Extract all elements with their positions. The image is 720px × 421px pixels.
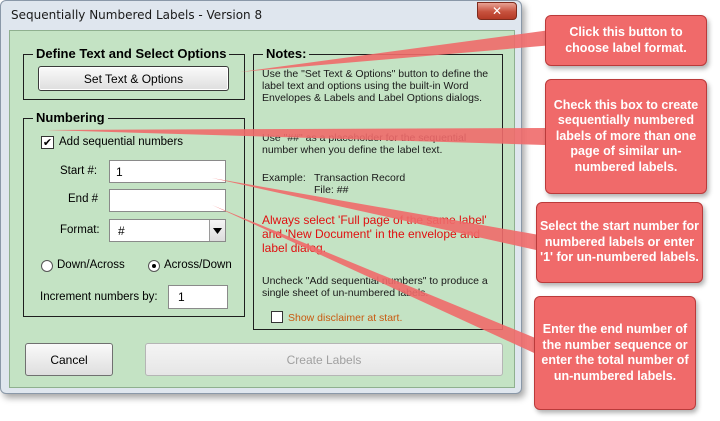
callout-end-number: Enter the end number of the number seque… [534, 296, 696, 410]
format-dropdown-button[interactable] [209, 220, 225, 241]
cancel-button[interactable]: Cancel [25, 343, 113, 376]
disclaimer-label: Show disclaimer at start. [288, 312, 403, 324]
connector-add-sequential [45, 128, 545, 145]
define-options-title: Define Text and Select Options [33, 46, 230, 61]
example-line-2: File: ## [314, 184, 349, 196]
increment-value: 1 [178, 290, 185, 304]
notes-paragraph-1: Use the "Set Text & Options" button to d… [262, 68, 489, 104]
numbering-title: Numbering [33, 110, 108, 125]
disclaimer-checkbox[interactable] [271, 311, 283, 323]
notes-paragraph-3: Uncheck "Add sequential numbers" to prod… [262, 275, 488, 299]
start-number-value: 1 [116, 164, 123, 179]
down-across-radio[interactable] [41, 260, 53, 272]
notes-frame: Notes: Use the "Set Text & Options" butt… [253, 46, 503, 330]
end-number-label: End # [68, 193, 99, 205]
add-sequential-checkbox[interactable]: ✔ [41, 136, 54, 149]
format-value: # [118, 223, 125, 238]
start-number-input[interactable]: 1 [109, 160, 226, 183]
window-title: Sequentially Numbered Labels - Version 8 [11, 8, 263, 22]
define-options-frame: Define Text and Select Options Set Text … [23, 46, 245, 100]
callout-add-sequential: Check this box to create sequentially nu… [545, 79, 707, 194]
add-sequential-label: Add sequential numbers [59, 136, 184, 148]
close-button[interactable]: ✕ [477, 2, 517, 20]
increment-label: Increment numbers by: [40, 291, 158, 303]
dialog-window: Sequentially Numbered Labels - Version 8… [0, 0, 522, 394]
set-text-options-button[interactable]: Set Text & Options [38, 66, 229, 91]
numbering-frame: Numbering ✔ Add sequential numbers Start… [23, 110, 245, 317]
across-down-radio[interactable] [148, 260, 160, 272]
format-label: Format: [60, 224, 100, 236]
callout-start-number: Select the start number for numbered lab… [536, 202, 703, 283]
end-number-input[interactable] [109, 189, 226, 212]
example-label: Example: [262, 172, 306, 184]
down-across-label: Down/Across [57, 259, 125, 271]
dialog-client: Define Text and Select Options Set Text … [9, 30, 515, 388]
notes-title: Notes: [263, 46, 310, 61]
format-select[interactable]: # [109, 219, 226, 242]
increment-input[interactable]: 1 [168, 285, 228, 309]
across-down-label: Across/Down [164, 259, 232, 271]
example-line-1: Transaction Record [314, 172, 406, 184]
create-labels-button[interactable]: Create Labels [145, 343, 503, 376]
callout-set-options: Click this button to choose label format… [545, 15, 707, 66]
connector-start-number [212, 178, 545, 252]
connector-end-number [212, 205, 545, 358]
start-number-label: Start #: [60, 165, 98, 177]
chevron-down-icon [213, 227, 222, 234]
checkmark-icon: ✔ [42, 136, 53, 149]
connector-set-options [240, 28, 565, 72]
